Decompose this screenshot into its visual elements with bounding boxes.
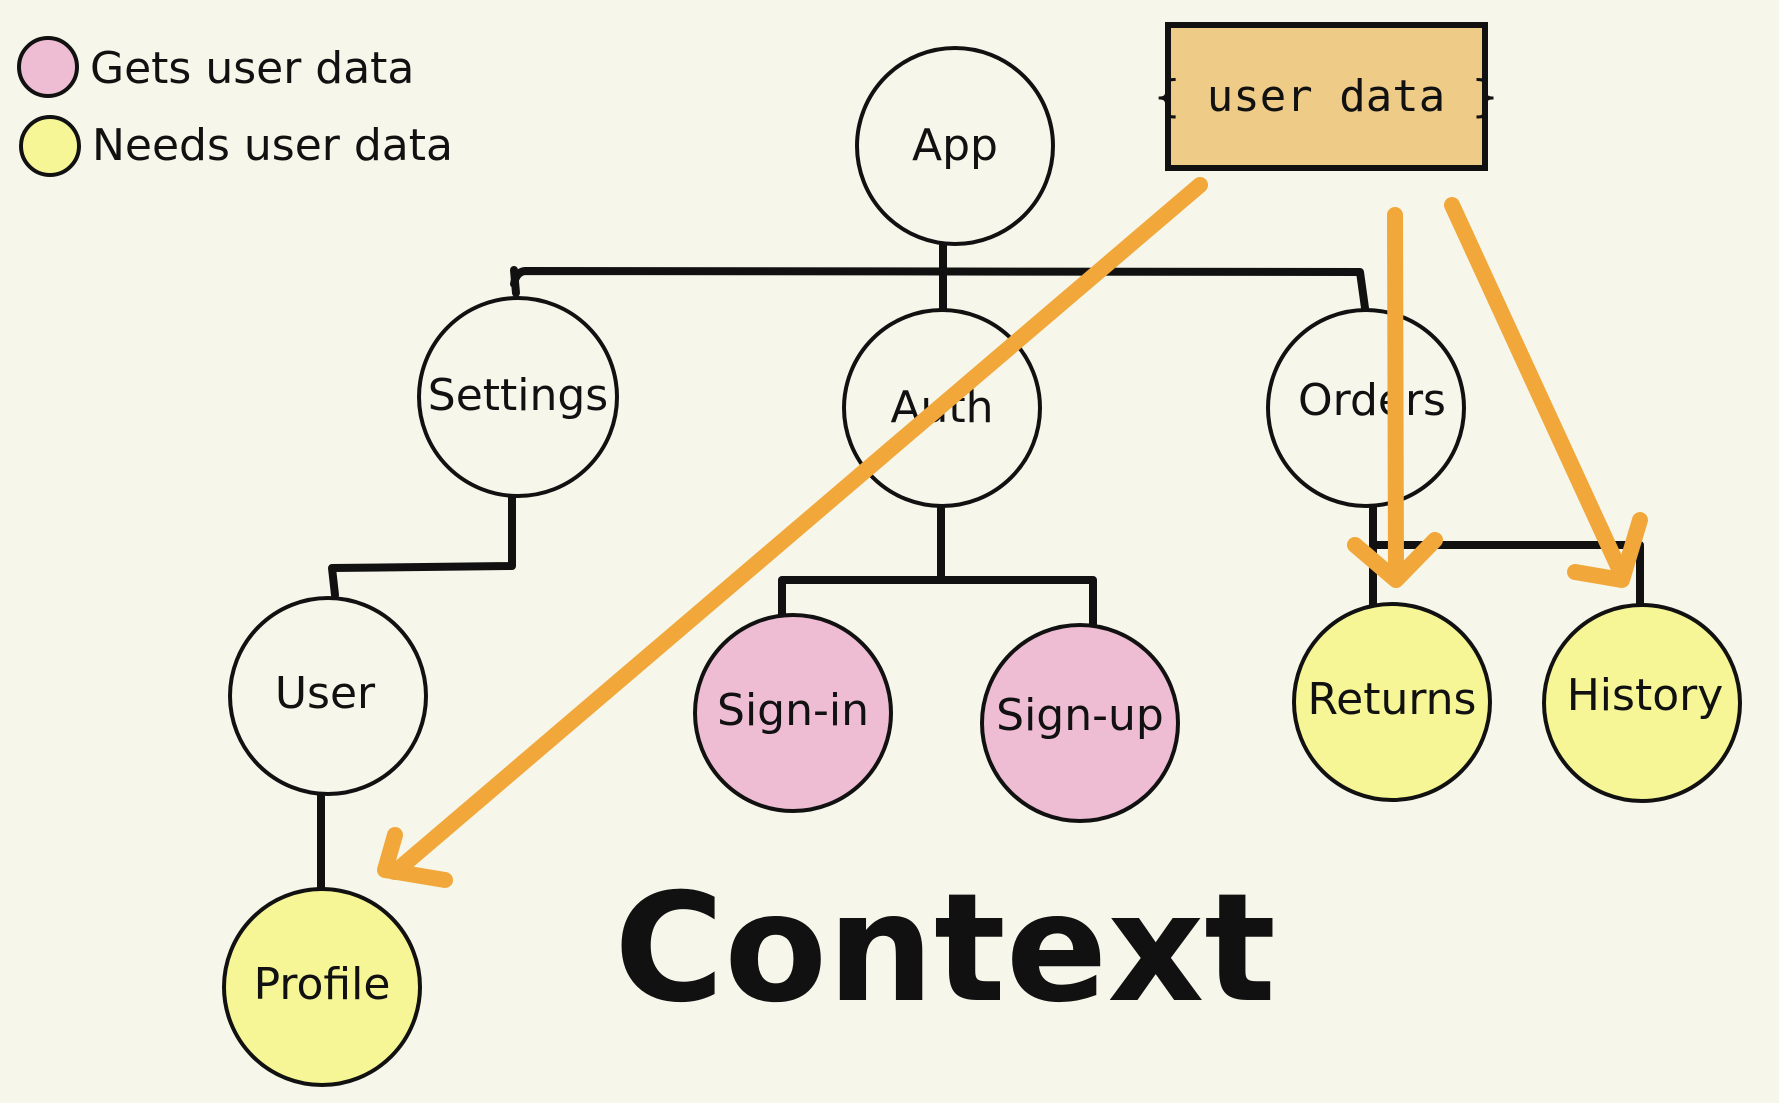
arrow-to-returns — [1387, 207, 1404, 583]
edge-auth-bar — [778, 576, 1097, 630]
node-user-label: User — [275, 668, 376, 719]
node-sign-in: Sign-in — [693, 613, 893, 813]
legend-label-gets: Gets user data — [90, 43, 414, 94]
node-sign-in-circle — [693, 613, 893, 813]
node-sign-up-circle — [980, 623, 1180, 823]
context-box: { user data } — [1154, 22, 1498, 171]
node-orders-label: Orders — [1298, 375, 1446, 426]
context-arrows — [377, 177, 1648, 888]
node-user-circle — [228, 596, 428, 796]
arrowhead-to-history — [1567, 512, 1648, 588]
node-returns-label: Returns — [1308, 674, 1477, 725]
node-returns: Returns — [1292, 602, 1492, 802]
node-history-label: History — [1567, 670, 1724, 721]
node-history: History — [1542, 603, 1742, 803]
edge-orders-down — [1369, 504, 1644, 609]
node-app: App — [855, 46, 1055, 246]
node-user: User — [228, 596, 428, 796]
legend-swatch-gets — [17, 36, 79, 98]
context-box-label: { user data } — [1154, 71, 1498, 122]
arrow-to-history — [1444, 197, 1630, 583]
node-app-label: App — [912, 120, 998, 171]
edge-settings-user — [328, 492, 516, 599]
arrowhead-to-profile — [377, 827, 453, 888]
node-settings-circle — [417, 296, 619, 498]
legend-label-needs: Needs user data — [92, 120, 453, 171]
node-history-circle — [1542, 603, 1742, 803]
node-profile-label: Profile — [254, 959, 391, 1010]
node-sign-up-label: Sign-up — [996, 690, 1164, 741]
arrowhead-to-returns — [1347, 532, 1443, 588]
arrow-to-profile — [387, 177, 1208, 880]
legend: Gets user data Needs user data — [17, 36, 453, 177]
node-sign-up: Sign-up — [980, 623, 1180, 823]
node-orders-circle — [1266, 308, 1466, 508]
edge-app-settings — [510, 266, 520, 297]
legend-swatch-needs — [19, 115, 81, 177]
node-sign-in-label: Sign-in — [717, 685, 869, 736]
node-returns-circle — [1292, 602, 1492, 802]
tree-edges — [317, 241, 1644, 894]
node-app-circle — [855, 46, 1055, 246]
node-profile: Profile — [222, 887, 422, 1087]
context-box-rect — [1165, 22, 1488, 171]
diagram-title: Context — [614, 862, 1276, 1036]
node-orders: Orders — [1266, 308, 1466, 508]
node-settings-label: Settings — [428, 370, 608, 421]
node-profile-circle — [222, 887, 422, 1087]
node-settings: Settings — [417, 296, 619, 498]
